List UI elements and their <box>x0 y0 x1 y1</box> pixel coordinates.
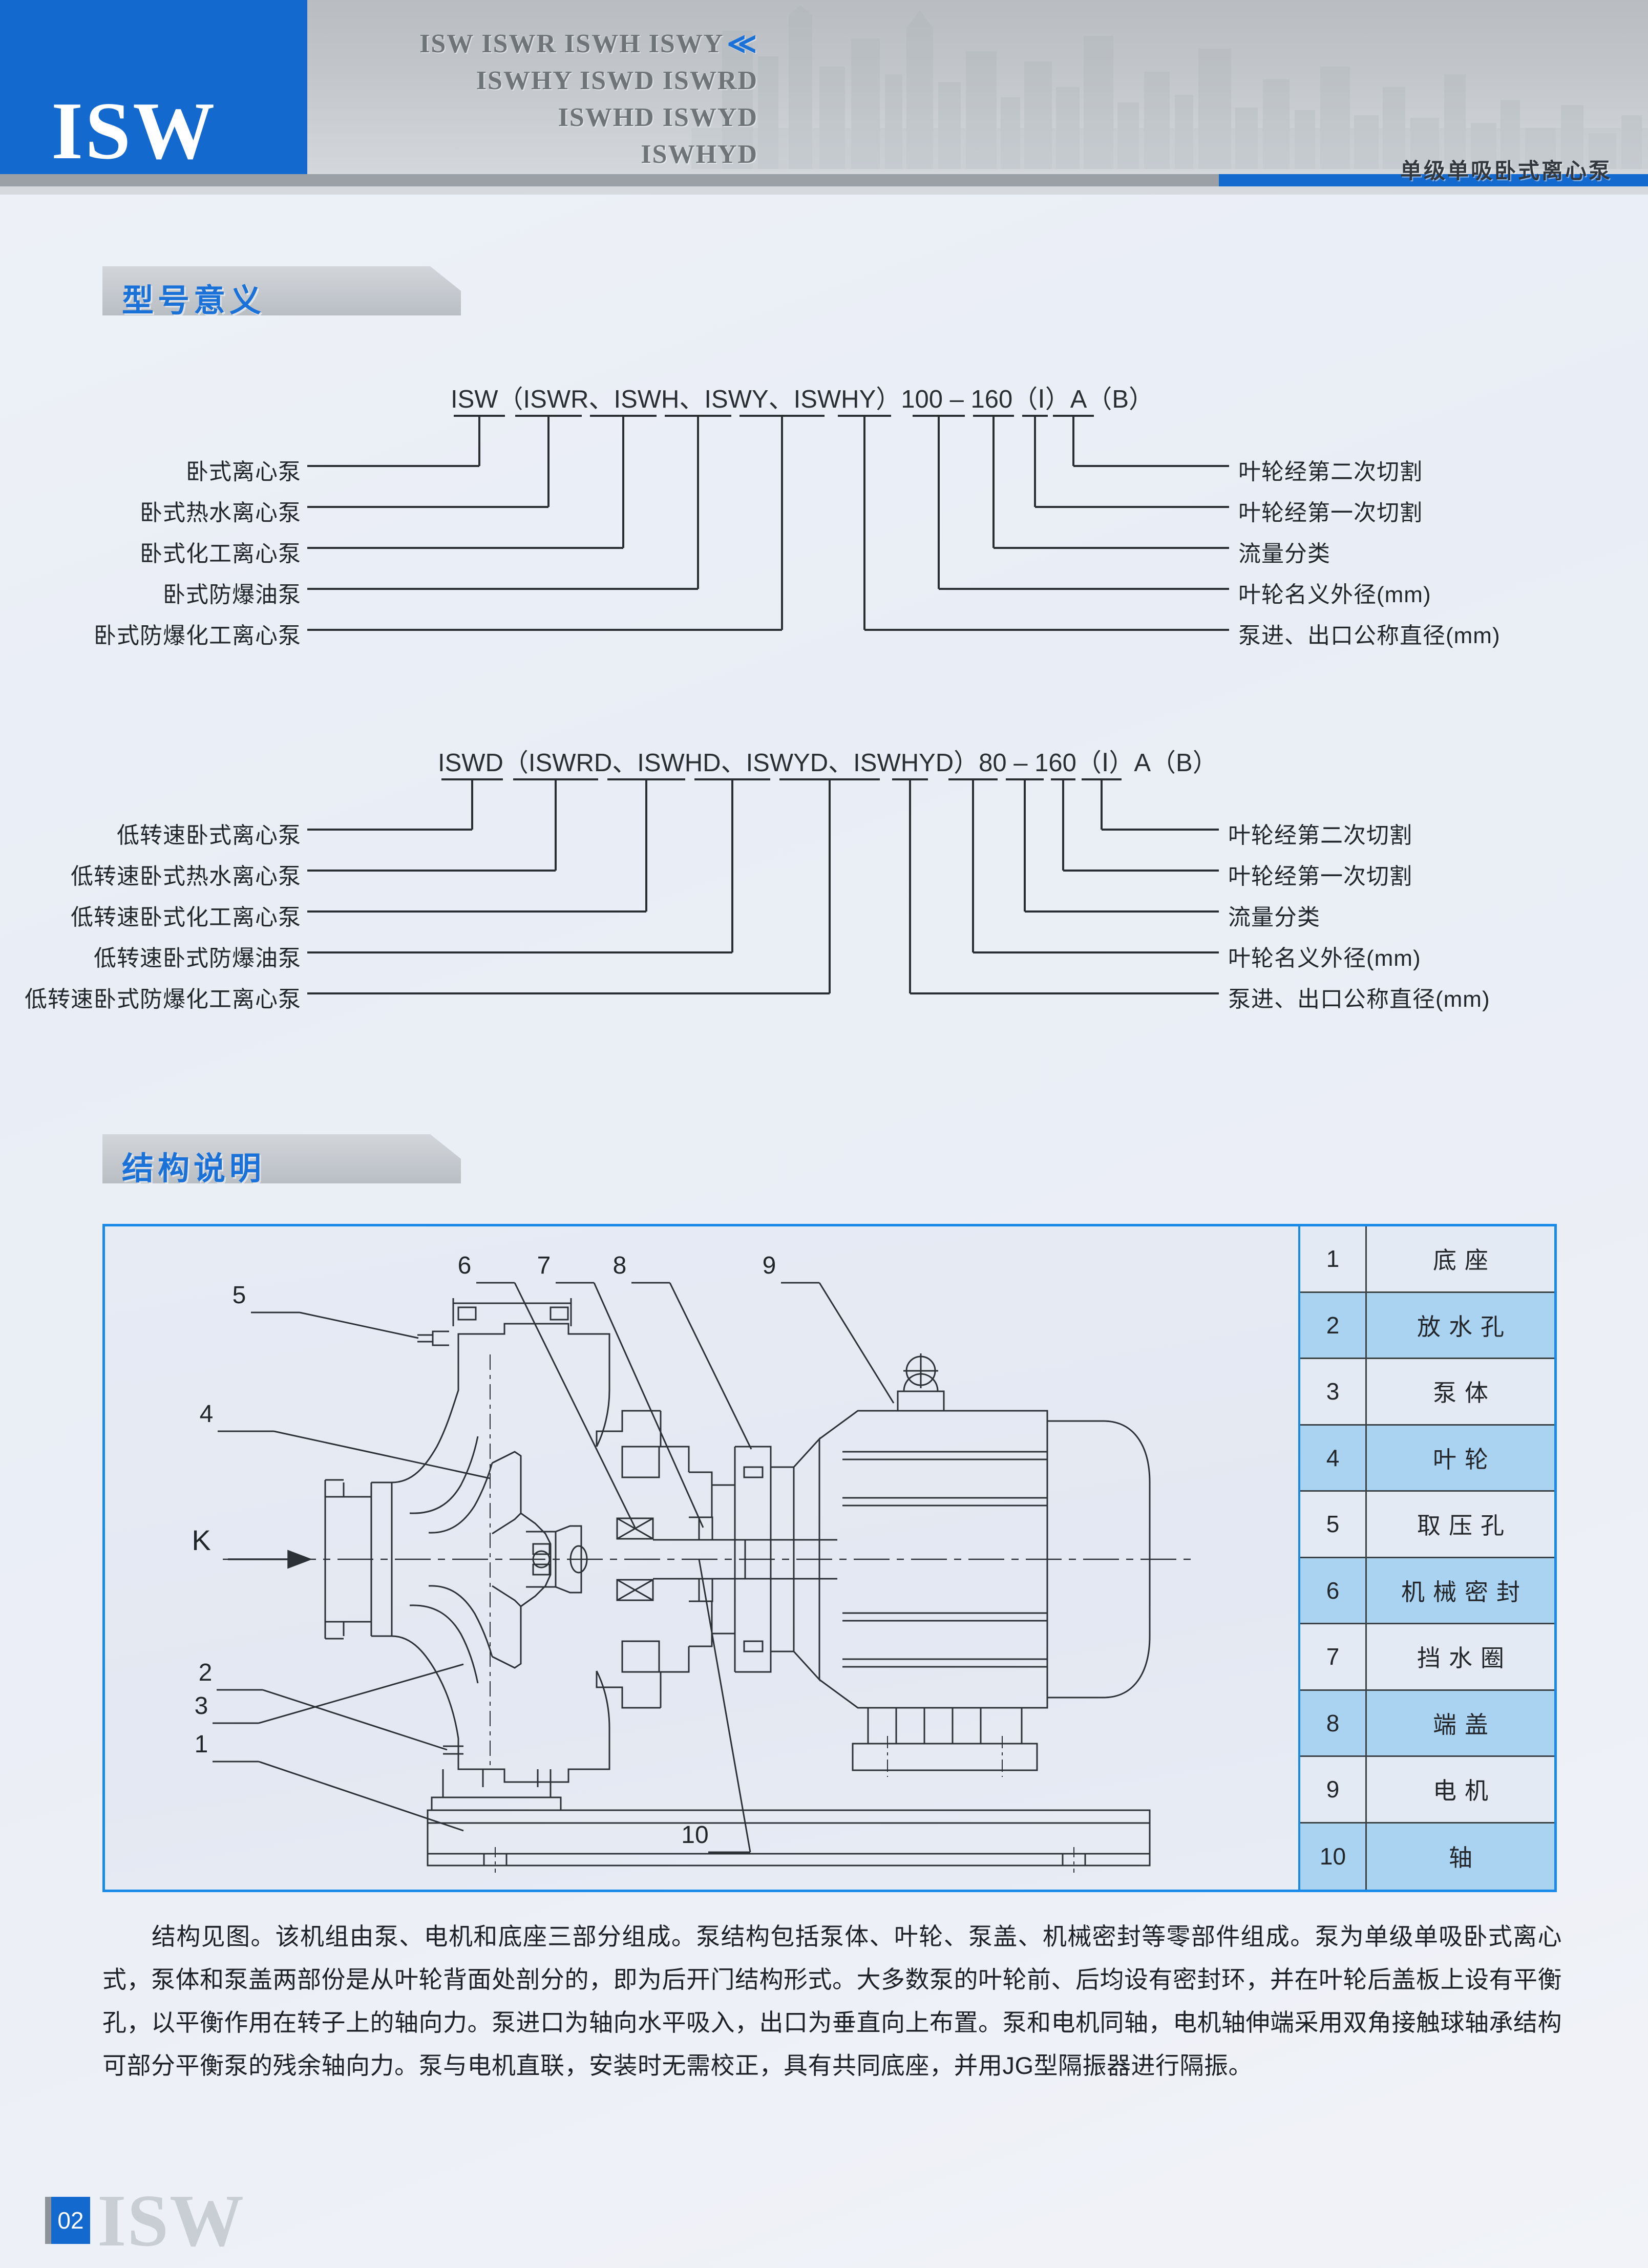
header-model-code-list: ISW ISWR ISWH ISWY≪ ISWHY ISWD ISWRD ISW… <box>307 26 768 173</box>
model-code-line-1: ISW ISWR ISWH ISWY≪ <box>307 26 758 62</box>
section-banner-structure: 结构说明 <box>102 1134 465 1190</box>
diagram1-right-label-4: 叶轮名义外径(mm) <box>1238 582 1431 607</box>
diagram1-left-label-1: 卧式离心泵 <box>186 459 301 484</box>
part-name: 底座 <box>1433 1247 1496 1274</box>
callout-7: 7 <box>537 1252 551 1279</box>
diagram2-left-label-5: 低转速卧式防爆化工离心泵 <box>25 987 301 1012</box>
footer-rule <box>102 2245 1562 2246</box>
table-row: 1 底座 <box>1300 1226 1554 1293</box>
structure-figure-box: 5 4 3 2 1 6 7 8 9 10 K 1 底座 2 放水孔 <box>102 1224 1557 1892</box>
header-subtitle: 单级单吸卧式离心泵 <box>1400 159 1612 183</box>
part-number: 3 <box>1300 1359 1367 1424</box>
diagram1-right-label-3: 流量分类 <box>1238 541 1330 566</box>
section-title-structure: 结构说明 <box>122 1151 266 1186</box>
diagram1-left-label-4: 卧式防爆油泵 <box>163 582 301 607</box>
parts-legend-table: 1 底座 2 放水孔 3 泵体 4 叶轮 5 取压孔 6 机械密封 <box>1298 1226 1554 1890</box>
banner-shape <box>102 1134 461 1183</box>
callout-5: 5 <box>233 1282 246 1309</box>
part-name: 取压孔 <box>1417 1512 1512 1539</box>
page-number-badge: 02 <box>51 2197 90 2244</box>
pump-cross-section-drawing: 5 4 3 2 1 6 7 8 9 10 K <box>192 1252 1191 1873</box>
page-number-edge <box>45 2197 51 2244</box>
footer-isw-watermark: ISW <box>97 2180 245 2262</box>
callout-9: 9 <box>763 1252 776 1279</box>
part-name: 端盖 <box>1433 1711 1496 1738</box>
part-number: 6 <box>1300 1558 1367 1623</box>
callout-10: 10 <box>681 1821 708 1849</box>
diagram2-right-label-5: 泵进、出口公称直径(mm) <box>1228 987 1490 1012</box>
diagram1-left-label-2: 卧式热水离心泵 <box>140 500 301 525</box>
page-header: ISW ISW ISWR ISWH ISWY≪ ISWHY ISWD ISWRD… <box>0 0 1648 195</box>
diagram2-left-label-4: 低转速卧式防爆油泵 <box>94 946 301 971</box>
diagram2-left-label-2: 低转速卧式热水离心泵 <box>71 864 301 889</box>
part-name: 电机 <box>1433 1777 1496 1805</box>
table-row: 3 泵体 <box>1300 1359 1554 1426</box>
callout-6: 6 <box>458 1252 472 1279</box>
callout-1: 1 <box>195 1731 208 1758</box>
diagram2-right-label-2: 叶轮经第一次切割 <box>1228 864 1412 889</box>
model-code-line-2: ISWHY ISWD ISWRD <box>476 66 758 95</box>
callout-4: 4 <box>200 1401 214 1428</box>
model-code-1: ISW（ISWR、ISWH、ISWY、ISWHY）100 – 160（Ⅰ）A（B… <box>451 386 1154 413</box>
diagram1-right-label-5: 泵进、出口公称直径(mm) <box>1238 623 1501 648</box>
part-name: 挡水圈 <box>1417 1645 1512 1672</box>
model-code-line-4: ISWHYD <box>641 140 758 169</box>
part-number: 8 <box>1300 1690 1367 1755</box>
table-row: 2 放水孔 <box>1300 1292 1554 1359</box>
header-blue-band <box>1219 174 1648 186</box>
diagram2-left-label-3: 低转速卧式化工离心泵 <box>71 905 301 930</box>
model-diagram-2-leader-lines <box>307 778 1219 994</box>
model-designation-diagram-1: ISW（ISWR、ISWH、ISWY、ISWHY）100 – 160（Ⅰ）A（B… <box>0 379 1648 696</box>
isw-logo-text: ISW <box>51 85 217 176</box>
banner-shape <box>102 266 461 315</box>
part-number: 2 <box>1300 1292 1367 1358</box>
table-row: 4 叶轮 <box>1300 1425 1554 1492</box>
table-row: 6 机械密封 <box>1300 1558 1554 1624</box>
part-number: 4 <box>1300 1425 1367 1490</box>
part-number: 10 <box>1300 1823 1367 1890</box>
part-number: 7 <box>1300 1624 1367 1689</box>
section-banner-model-designation: 型号意义 <box>102 266 465 322</box>
model-diagram-1-leader-lines <box>307 415 1229 631</box>
diagram2-right-label-3: 流量分类 <box>1228 905 1320 930</box>
part-number: 9 <box>1300 1757 1367 1822</box>
table-row: 5 取压孔 <box>1300 1492 1554 1558</box>
part-name: 叶轮 <box>1433 1446 1496 1473</box>
section-title-model-designation: 型号意义 <box>122 283 266 319</box>
model-code-2: ISWD（ISWRD、ISWHD、ISWYD、ISWHYD）80 – 160（Ⅰ… <box>438 749 1218 777</box>
structure-description-paragraph: 结构见图。该机组由泵、电机和底座三部分组成。泵结构包括泵体、叶轮、泵盖、机械密封… <box>102 1923 1562 2079</box>
callout-2: 2 <box>199 1659 213 1686</box>
part-name: 机械密封 <box>1401 1578 1528 1605</box>
chevron-left-double-icon: ≪ <box>727 28 758 60</box>
diagram2-right-label-1: 叶轮经第二次切割 <box>1228 823 1412 848</box>
diagram1-left-label-3: 卧式化工离心泵 <box>140 541 301 566</box>
diagram2-left-label-1: 低转速卧式离心泵 <box>117 823 301 848</box>
callout-8: 8 <box>613 1252 627 1279</box>
part-name: 泵体 <box>1433 1380 1496 1407</box>
diagram1-left-label-5: 卧式防爆化工离心泵 <box>94 623 301 648</box>
callout-3: 3 <box>195 1692 208 1720</box>
table-row: 8 端盖 <box>1300 1690 1554 1757</box>
table-row: 10 轴 <box>1300 1823 1554 1890</box>
model-designation-diagram-2: ISWD（ISWRD、ISWHD、ISWYD、ISWHYD）80 – 160（Ⅰ… <box>0 743 1648 1060</box>
diagram2-right-label-4: 叶轮名义外径(mm) <box>1228 946 1421 971</box>
flow-marker-k: K <box>192 1524 210 1556</box>
diagram1-right-label-1: 叶轮经第二次切割 <box>1238 459 1423 484</box>
part-name: 放水孔 <box>1417 1313 1512 1340</box>
city-skyline-watermark <box>691 5 1648 169</box>
model-code-line-3: ISWHD ISWYD <box>558 103 758 132</box>
table-row: 9 电机 <box>1300 1757 1554 1824</box>
part-number: 1 <box>1300 1226 1367 1291</box>
part-number: 5 <box>1300 1492 1367 1557</box>
diagram1-right-label-2: 叶轮经第一次切割 <box>1238 500 1423 525</box>
table-row: 7 挡水圈 <box>1300 1624 1554 1691</box>
isw-logo-block: ISW <box>0 0 307 174</box>
part-name: 轴 <box>1449 1845 1481 1872</box>
